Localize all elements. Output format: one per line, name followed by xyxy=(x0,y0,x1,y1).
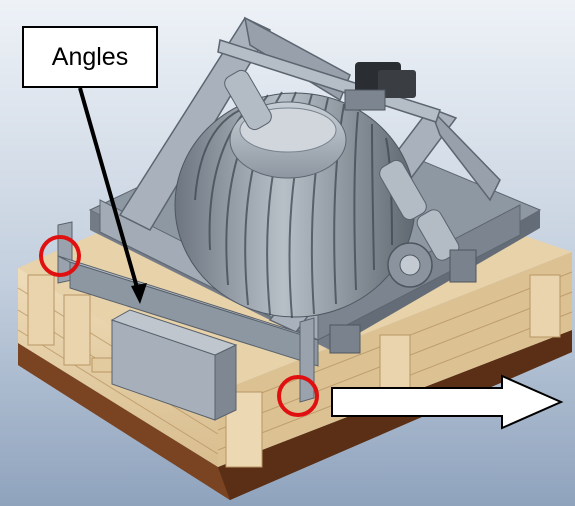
hydraulic-cylinders xyxy=(224,69,460,261)
front-enclosure xyxy=(110,309,238,421)
callout-label: Angles xyxy=(22,26,158,88)
right-arrow-icon xyxy=(331,374,564,430)
actuator-motor xyxy=(344,62,416,111)
spherical-tank xyxy=(174,91,416,319)
callout-arrowhead xyxy=(131,283,147,304)
highlight-circle-left xyxy=(39,235,81,277)
highlight-circle-right xyxy=(277,375,319,417)
callout-leader-line xyxy=(78,87,142,299)
bearing-block xyxy=(329,242,477,354)
